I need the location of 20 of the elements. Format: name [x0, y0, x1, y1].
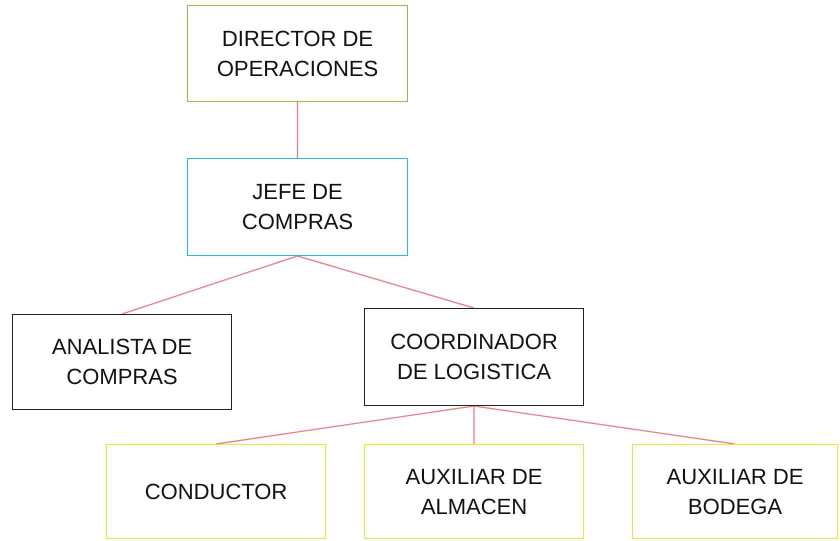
position-title: JEFE DE COMPRAS [240, 178, 354, 236]
connector-line [122, 255, 298, 315]
connector-line [473, 406, 475, 444]
position-box [187, 158, 408, 256]
position-box [187, 5, 408, 102]
position-title: CONDUCTOR [144, 478, 288, 506]
connector-line [297, 255, 474, 309]
position-title: AUXILIAR DE BODEGA [666, 462, 804, 520]
position-box [12, 314, 232, 410]
position-box [364, 308, 584, 406]
position-title: DIRECTOR DE OPERACIONES [216, 24, 380, 82]
connector-line [216, 405, 474, 445]
position-box [364, 444, 584, 539]
connector-line [474, 405, 736, 445]
connector-line [296, 102, 298, 158]
position-box [632, 444, 838, 539]
position-box [106, 444, 326, 539]
position-title: ANALISTA DE COMPRAS [50, 333, 194, 391]
position-title: AUXILIAR DE ALMACEN [404, 462, 544, 520]
position-title: COORDINADOR DE LOGISTICA [389, 328, 559, 386]
